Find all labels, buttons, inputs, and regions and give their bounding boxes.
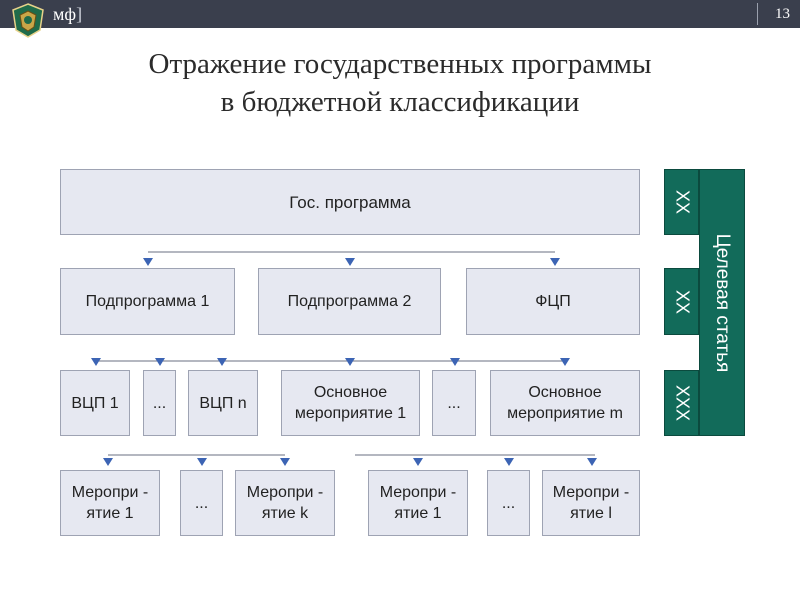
slide-title: Отражение государственных программы в бю… xyxy=(0,45,800,121)
subprogram-1-box: Подпрограмма 1 xyxy=(60,268,235,335)
activity-1-box: Меропри - ятие 1 xyxy=(60,470,160,536)
subprogram-2-box: Подпрограмма 2 xyxy=(258,268,441,335)
activity-l-box: Меропри - ятие l xyxy=(542,470,640,536)
code-xx-2: XX xyxy=(664,268,699,335)
target-article-label: Целевая статья xyxy=(712,233,733,372)
arrow-icon xyxy=(550,258,560,266)
vcp-1-box: ВЦП 1 xyxy=(60,370,130,436)
activity-1b-box: Меропри - ятие 1 xyxy=(368,470,468,536)
vcp-ellipsis-box: ... xyxy=(143,370,176,436)
code-xx-1-label: XX xyxy=(672,189,692,215)
code-xxx-label: XXX xyxy=(672,384,692,422)
activity-ellipsis-2-box: ... xyxy=(487,470,530,536)
arrow-icon xyxy=(197,458,207,466)
main-activity-m-box: Основное мероприятие m xyxy=(490,370,640,436)
arrow-icon xyxy=(217,358,227,366)
title-line-2: в бюджетной классификации xyxy=(220,86,580,118)
code-xxx: XXX xyxy=(664,370,699,436)
fcp-box: ФЦП xyxy=(466,268,640,335)
target-article-column: Целевая статья xyxy=(699,169,745,436)
ministry-logo-text: мф] xyxy=(53,4,82,25)
ministry-logo-bracket: ] xyxy=(76,4,83,24)
arrow-icon xyxy=(587,458,597,466)
arrow-icon xyxy=(345,358,355,366)
arrow-icon xyxy=(143,258,153,266)
code-xx-2-label: XX xyxy=(672,289,692,314)
main-activity-ellipsis-box: ... xyxy=(432,370,476,436)
vcp-n-box: ВЦП n xyxy=(188,370,258,436)
title-line-1: Отражение государственных программы xyxy=(148,48,652,80)
ministry-logo-letters: мф xyxy=(53,4,77,24)
emblem-icon xyxy=(12,3,44,38)
arrow-icon xyxy=(504,458,514,466)
arrow-icon xyxy=(155,358,165,366)
code-xx-1: XX xyxy=(664,169,699,235)
arrow-icon xyxy=(280,458,290,466)
arrow-icon xyxy=(345,258,355,266)
arrow-icon xyxy=(103,458,113,466)
activity-ellipsis-box: ... xyxy=(180,470,223,536)
header-bar xyxy=(0,0,800,28)
arrow-icon xyxy=(91,358,101,366)
slide-number: 13 xyxy=(757,3,790,25)
arrow-icon xyxy=(450,358,460,366)
arrow-icon xyxy=(560,358,570,366)
gos-program-box: Гос. программа xyxy=(60,169,640,235)
activity-k-box: Меропри - ятие k xyxy=(235,470,335,536)
arrow-icon xyxy=(413,458,423,466)
main-activity-1-box: Основное мероприятие 1 xyxy=(281,370,420,436)
